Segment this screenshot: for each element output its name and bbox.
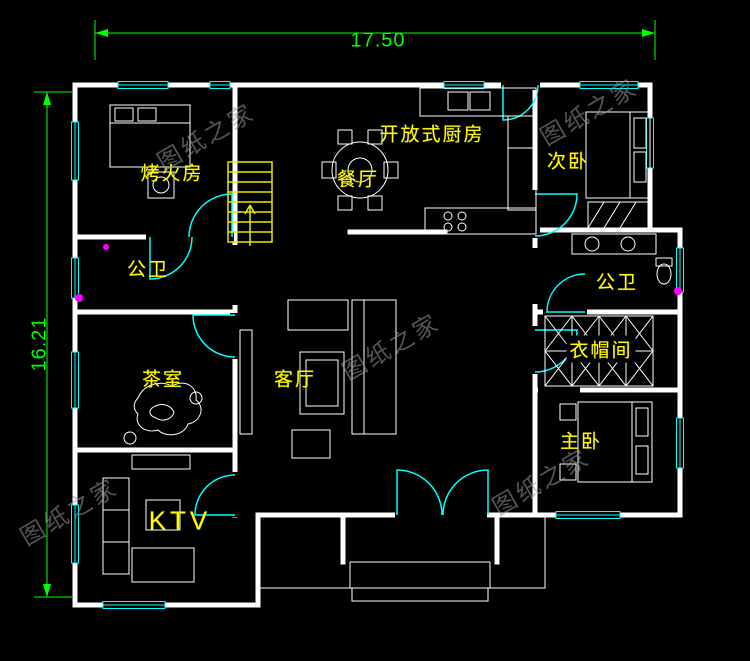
room-label-tea-room: 茶室 [141,369,185,391]
room-label-fire-room: 烤火房 [140,163,204,185]
bath-right-door [546,273,586,313]
entry-door-right [442,469,489,516]
dimension-lines [34,20,656,598]
stairs [227,161,273,246]
tea-room-door [192,314,236,358]
room-label-cloakroom: 衣帽间 [566,335,636,363]
room-label-master-bedroom: 主卧 [559,431,603,453]
entry-terrace [257,515,546,602]
room-label-bathroom-left: 公卫 [126,259,170,281]
master-furniture [559,401,653,483]
tea-table [123,382,203,445]
fire-room-door [188,193,233,238]
room-label-living-room: 客厅 [273,369,317,391]
bed2-door [534,193,578,237]
room-label-bathroom-right: 公卫 [595,272,639,294]
fire-room-furniture [109,104,191,199]
room-label-secondary-bedroom: 次卧 [546,151,590,173]
bed2-furniture [585,111,651,229]
room-label-open-kitchen: 开放式厨房 [379,124,485,146]
dimension-arrows [43,29,655,597]
entry-door-left [396,469,443,516]
room-label-ktv: KTV [148,505,212,536]
dining-table [321,129,399,211]
ktv-furniture [102,454,195,583]
living-furniture [239,299,397,459]
dimension-width: 17.50 [350,29,406,52]
ktv-door [194,474,236,516]
room-label-dining-room: 餐厅 [336,169,380,191]
furniture [102,87,673,583]
kitchen-back-door [502,84,539,121]
dimension-height: 16.21 [28,316,51,372]
windows [71,81,684,609]
bath-right-fixtures [571,233,673,285]
bath-left-door [149,236,193,280]
plumbing-markers [75,244,682,302]
kitchen-counter [419,87,537,235]
